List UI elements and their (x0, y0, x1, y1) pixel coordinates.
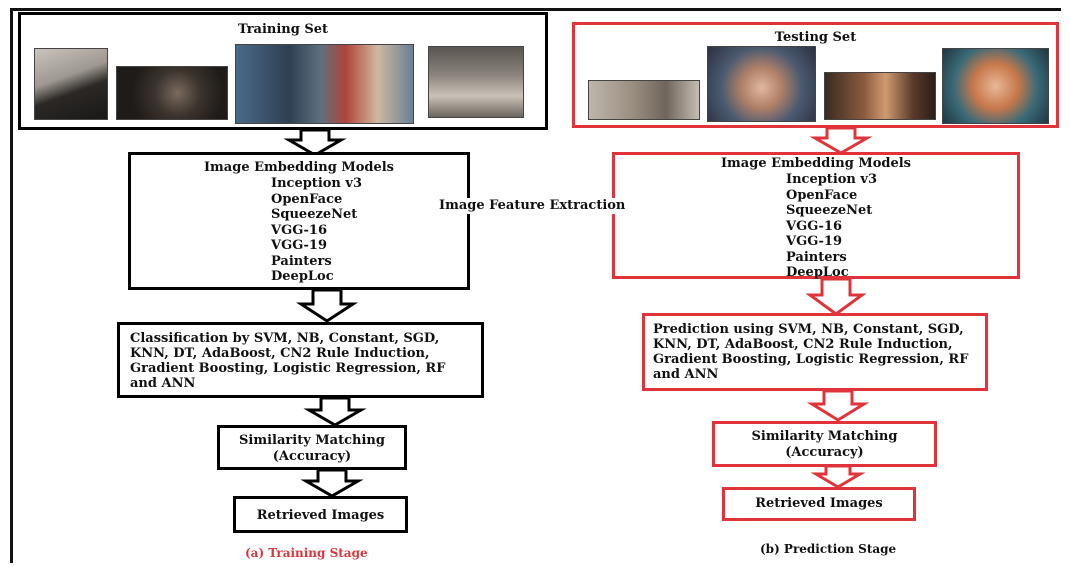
down-arrow (805, 277, 867, 316)
down-arrow (806, 389, 870, 422)
testing-prediction-text: Prediction using SVM, NB, Constant, SGD,… (653, 322, 969, 382)
testing-face-thumbnail (824, 72, 936, 120)
down-arrow (300, 468, 364, 498)
training-model-list: Inception v3 OpenFace SqueezeNet VGG-16 … (271, 176, 362, 285)
figure-frame (10, 8, 1061, 563)
testing-model-list: Inception v3 OpenFace SqueezeNet VGG-16 … (786, 172, 877, 281)
training-set-title: Training Set (237, 22, 329, 37)
testing-retrieved-label: Retrieved Images (755, 496, 883, 511)
model-name: VGG-16 (271, 222, 328, 238)
model-name: OpenFace (786, 187, 858, 203)
model-name: Painters (271, 253, 332, 269)
training-retrieved-label: Retrieved Images (256, 508, 385, 523)
model-name: VGG-19 (271, 238, 328, 253)
model-name: SqueezeNet (786, 203, 873, 218)
testing-face-thumbnail (588, 80, 700, 120)
down-arrow (810, 464, 866, 489)
testing-face-thumbnail (707, 46, 816, 122)
model-name: Inception v3 (786, 172, 877, 187)
testing-prediction-box: Prediction using SVM, NB, Constant, SGD,… (642, 313, 988, 391)
model-name: Painters (786, 249, 847, 265)
training-face-thumbnail (34, 48, 108, 120)
testing-embedding-title: Image Embedding Models (720, 156, 912, 171)
testing-set-title: Testing Set (774, 30, 857, 45)
down-arrow (809, 126, 873, 155)
down-arrow (295, 288, 359, 323)
training-similarity-box: Similarity Matching (Accuracy) (217, 425, 407, 470)
testing-similarity-box: Similarity Matching (Accuracy) (712, 421, 937, 467)
testing-similarity-line1: Similarity Matching (751, 429, 898, 444)
training-similarity-line1: Similarity Matching (239, 433, 385, 448)
model-name: DeepLoc (786, 265, 849, 280)
training-classification-box: Classification by SVM, NB, Constant, SGD… (117, 322, 484, 398)
model-name: DeepLoc (271, 269, 334, 284)
model-name: Inception v3 (271, 176, 362, 191)
training-similarity-line2: (Accuracy) (272, 449, 352, 464)
model-name: VGG-19 (786, 234, 843, 249)
training-face-thumbnail (116, 66, 228, 120)
training-couple-thumbnail (235, 44, 414, 124)
training-classification-text: Classification by SVM, NB, Constant, SGD… (130, 331, 446, 391)
testing-embedding-box: Image Embedding Models Inception v3 Open… (612, 152, 1020, 281)
model-name: OpenFace (271, 191, 343, 207)
testing-retrieved-box: Retrieved Images (722, 487, 916, 521)
down-arrow (303, 396, 367, 427)
training-embedding-box: Image Embedding Models Inception v3 Open… (128, 152, 470, 290)
testing-stage-caption: (b) Prediction Stage (760, 542, 897, 556)
training-retrieved-box: Retrieved Images (233, 496, 408, 533)
feature-extraction-label: Image Feature Extraction (437, 198, 628, 214)
training-face-thumbnail (428, 46, 524, 118)
training-embedding-title: Image Embedding Models (203, 160, 395, 175)
training-stage-caption: (a) Training Stage (245, 546, 368, 560)
model-name: SqueezeNet (271, 207, 358, 222)
testing-similarity-line2: (Accuracy) (785, 445, 864, 460)
down-arrow (283, 128, 347, 157)
testing-face-thumbnail (942, 48, 1049, 124)
model-name: VGG-16 (786, 218, 843, 234)
